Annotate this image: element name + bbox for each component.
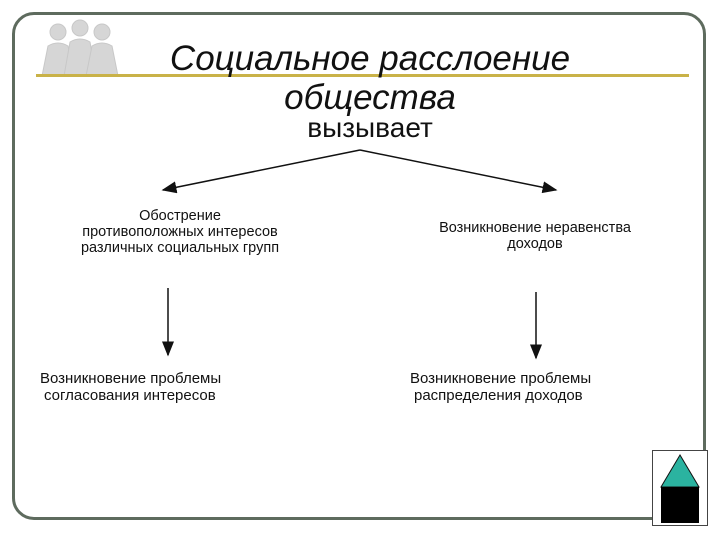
right-cause-line-2: доходов	[507, 236, 563, 252]
left-effect-text: Возникновение проблемы согласования инте…	[40, 370, 300, 404]
left-effect-line-1: Возникновение проблемы	[40, 370, 222, 387]
slide-frame	[12, 12, 706, 520]
business-people-logo-icon	[41, 19, 119, 77]
right-cause-text: Возникновение неравенства доходов	[400, 220, 670, 252]
house-base-icon	[661, 487, 699, 523]
left-cause-line-2: противоположных интересов	[82, 224, 278, 240]
slide-title-line-2: общества	[284, 78, 456, 117]
left-cause-text: Обострение противоположных интересов раз…	[30, 208, 330, 256]
right-cause-line-1: Возникновение неравенства	[439, 220, 631, 236]
right-effect-text: Возникновение проблемы распределения дох…	[410, 370, 670, 404]
title-underline	[36, 74, 689, 77]
slide-subtitle: вызывает	[307, 112, 433, 143]
right-effect-line-2: распределения доходов	[414, 387, 583, 404]
slide-title-line-1: Социальное расслоение	[169, 39, 571, 78]
arrow-to-left-cause	[161, 149, 361, 194]
right-effect-line-1: Возникновение проблемы	[410, 370, 592, 387]
home-nav-button[interactable]	[652, 450, 708, 526]
arrow-to-right-cause	[359, 149, 558, 194]
left-cause-line-1: Обострение	[139, 208, 221, 224]
left-effect-line-2: согласования интересов	[44, 387, 216, 404]
left-cause-line-3: различных социальных групп	[80, 240, 280, 256]
house-icon	[660, 454, 700, 488]
